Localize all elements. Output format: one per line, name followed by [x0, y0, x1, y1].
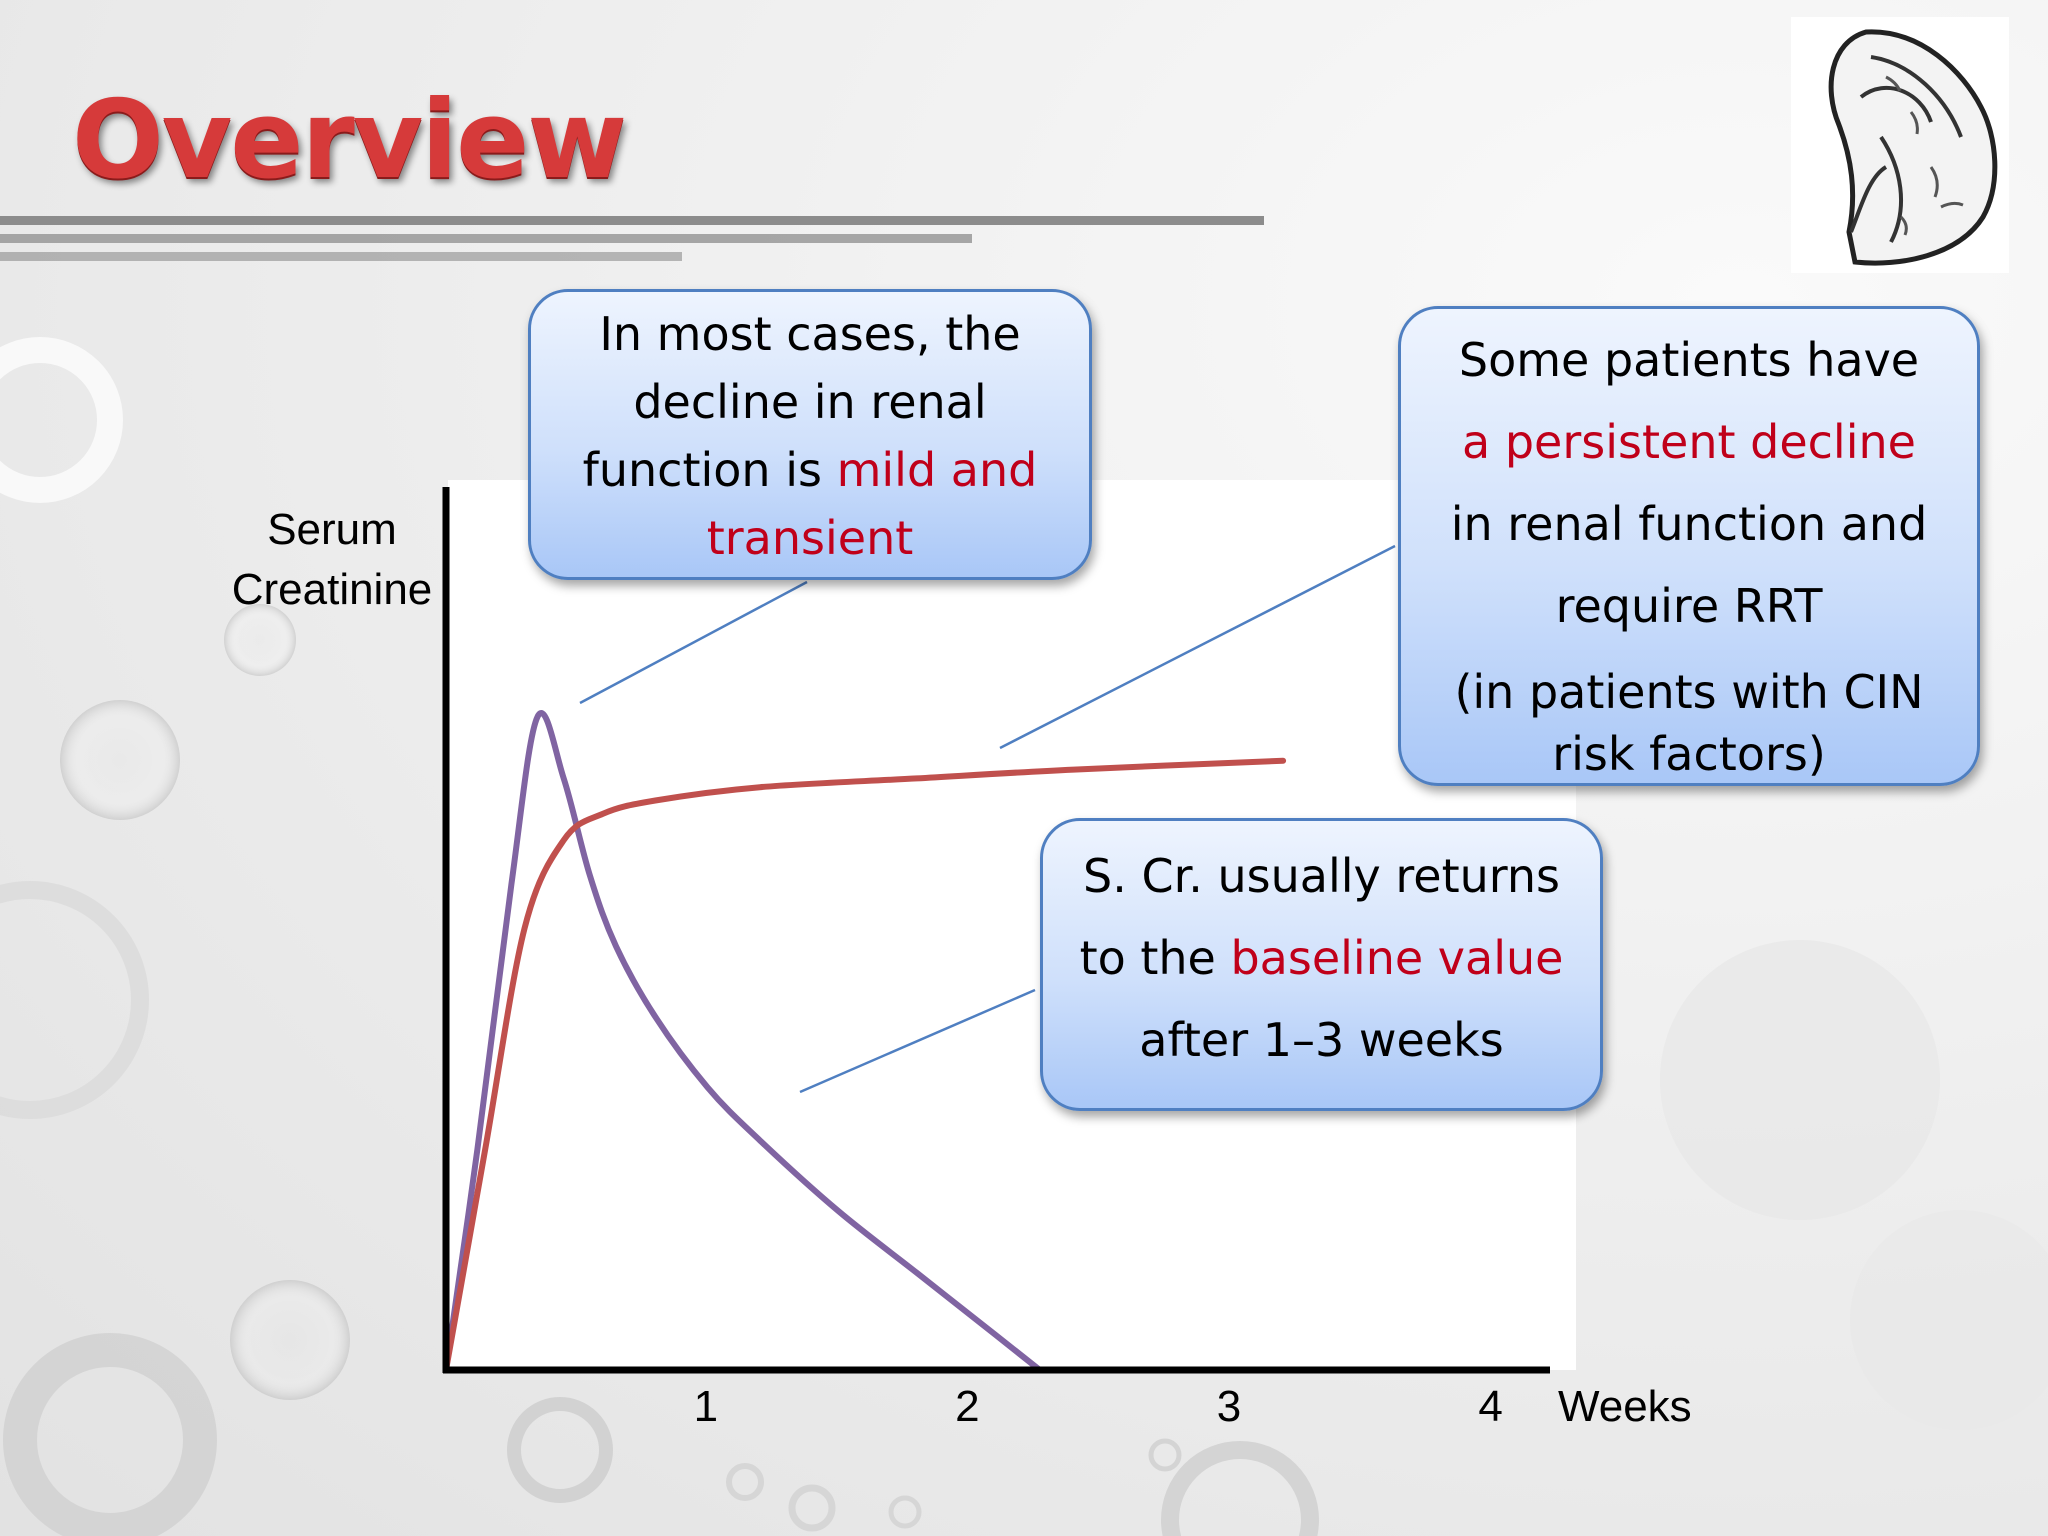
callout-baseline-line-1: S. Cr. usually returns — [1083, 849, 1560, 903]
series-line-2 — [443, 757, 1287, 1373]
series-line-1 — [443, 710, 1043, 1373]
x-axis-label: Weeks — [1558, 1382, 1692, 1431]
callout-persistent-line-5: (in patients with CIN — [1454, 665, 1924, 719]
y-axis-label: Serum Creatinine — [222, 500, 442, 620]
callout-mild-line-2: decline in renal — [633, 375, 987, 429]
x-tick-label-4: 4 — [1478, 1382, 1503, 1431]
callout-mild-highlight-2: transient — [706, 511, 914, 565]
callout-persistent-line-3: in renal function and — [1450, 497, 1928, 551]
callout-persistent-line-4: require RRT — [1555, 579, 1823, 633]
callout-baseline-return: S. Cr. usually returns to the baseline v… — [1040, 818, 1603, 1111]
callout-baseline-line-3: after 1–3 weeks — [1139, 1013, 1504, 1067]
callout-mild-transient: In most cases, the decline in renal func… — [528, 289, 1092, 580]
callout-baseline-line-2-text: to the — [1079, 931, 1231, 985]
callout-mild-line-3: function is mild and — [531, 436, 1089, 504]
x-tick-label-3: 3 — [1216, 1382, 1242, 1431]
callout-persistent-highlight: a persistent decline — [1462, 415, 1916, 469]
callout-mild-line-1: In most cases, the — [599, 307, 1021, 361]
x-tick-label-2: 2 — [955, 1382, 980, 1431]
leader-line-mild — [579, 580, 808, 705]
callout-baseline-highlight: baseline value — [1230, 931, 1564, 985]
title-rule-medium — [0, 234, 972, 243]
callout-baseline-line-2: to the baseline value — [1043, 917, 1600, 999]
callout-mild-highlight-1: mild and — [836, 443, 1038, 497]
leader-line-baseline — [799, 988, 1036, 1094]
slide-title: Overview — [72, 78, 627, 203]
callout-persistent-decline: Some patients have a persistent decline … — [1398, 306, 1980, 786]
callout-leaders — [579, 544, 1396, 1094]
series-layer — [443, 710, 1287, 1373]
kidney-sketch-icon — [1791, 17, 2009, 273]
title-rule-short — [0, 252, 682, 261]
title-rule-long — [0, 216, 1264, 225]
callout-persistent-line-1: Some patients have — [1458, 333, 1920, 387]
y-axis-label-line-2: Creatinine — [231, 565, 433, 614]
callout-persistent-line-6: risk factors) — [1552, 727, 1826, 781]
callout-mild-line-3-text: function is — [582, 443, 837, 497]
leader-line-persistent — [999, 544, 1396, 750]
y-axis-label-line-1: Serum — [267, 505, 397, 554]
x-tick-label-1: 1 — [693, 1382, 719, 1431]
